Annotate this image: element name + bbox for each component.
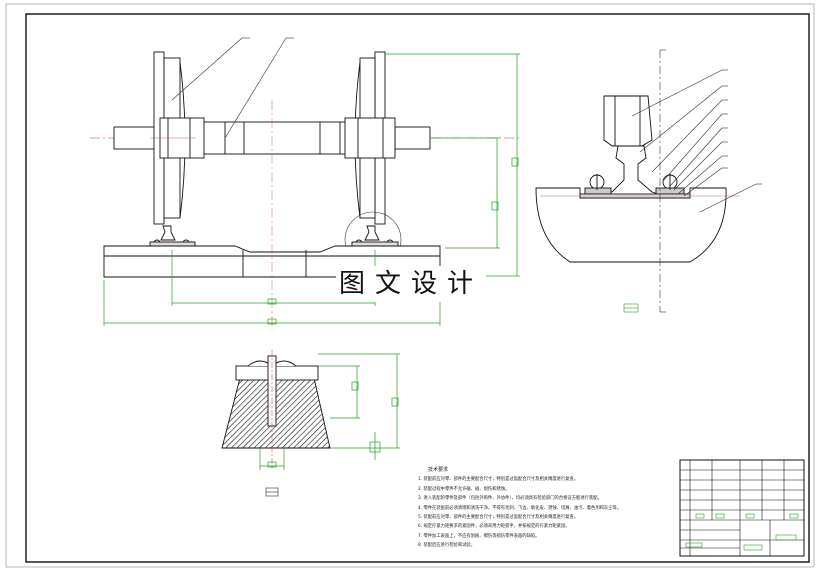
wheel-left <box>150 51 205 225</box>
inner-border <box>25 13 810 563</box>
sleeper-section-view <box>221 350 331 470</box>
axle-shaft <box>179 121 376 155</box>
requirement-item: 2. 装配过程中零件不允许磕、碰、划伤和锈蚀。 <box>418 486 510 492</box>
sleeper-detail-body <box>535 187 727 263</box>
wheelset-leaders <box>171 37 294 139</box>
requirement-item: 6. 规定拧紧力矩要求的紧固件，必须采用力矩扳手，并按规定的拧紧力矩紧固。 <box>418 524 570 530</box>
watermark-text: 图文设计 <box>336 266 486 302</box>
rail-clip-leaders <box>631 49 762 313</box>
requirement-item: 1. 装配前应对零、部件的主要配合尺寸，特别是过盈配合尺寸及相关精度进行复查。 <box>418 477 579 483</box>
requirement-item: 4. 零件在装配前必须清理和清洗干净，不得有毛刺、飞边、氧化皮、锈蚀、切屑、油污… <box>418 505 622 511</box>
technical-requirements-title: 技术要求 <box>428 467 449 473</box>
section-dimensions <box>259 353 400 470</box>
requirement-item: 7. 零件加工表面上，不应有划痕、擦伤等损伤零件表面的缺陷。 <box>418 533 540 539</box>
outer-border <box>5 3 815 568</box>
rail-clip-detail <box>535 50 740 312</box>
section-label <box>265 487 279 497</box>
rail-right <box>351 225 399 247</box>
requirement-item: 8. 装配后应进行检验和试验。 <box>418 543 476 549</box>
title-block <box>679 459 805 557</box>
clip-left <box>584 174 612 195</box>
section-top-plate <box>235 365 319 381</box>
rail-left <box>149 225 196 247</box>
wheel-right <box>344 51 396 225</box>
requirement-item: 3. 进入装配的零件及部件（包括外购件、外协件），均必须具有检验部门的合格证方能… <box>418 496 602 502</box>
wheel-flange-detail <box>603 95 653 147</box>
requirement-item: 5. 装配前应对零、部件的主要配合尺寸，特别是过盈配合尺寸及相关精度进行复查。 <box>418 515 579 521</box>
wheelset-drawing <box>90 51 520 330</box>
technical-requirements: 技术要求 1. 装配前应对零、部件的主要配合尺寸，特别是过盈配合尺寸及相关精度进… <box>418 466 668 551</box>
section-mark <box>623 303 639 313</box>
axle-journal-right <box>394 126 431 150</box>
